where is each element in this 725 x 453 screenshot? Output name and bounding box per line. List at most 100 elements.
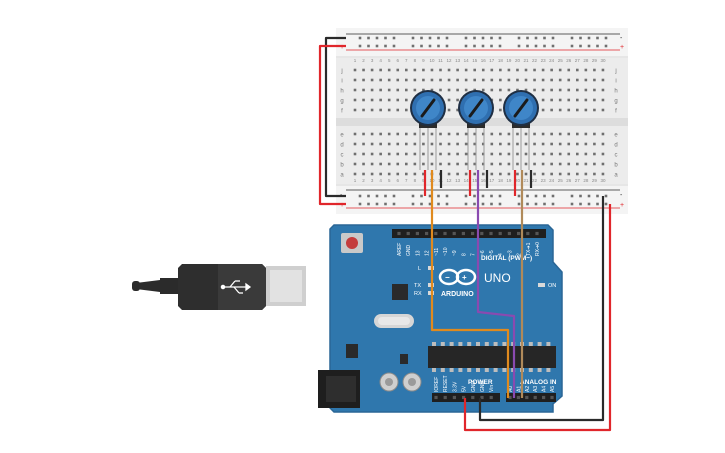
row-letter: g [614, 99, 617, 105]
column-number: 30 [600, 178, 606, 183]
wire-signal-orange [430, 170, 510, 398]
column-number: 3 [371, 178, 374, 183]
column-number: 15 [472, 178, 478, 183]
pin-label: Vin [489, 385, 495, 392]
pin-label: 8 [461, 253, 467, 256]
row-letter: h [340, 89, 343, 95]
pin-label: A1 [516, 386, 522, 392]
column-number: 19 [506, 58, 512, 63]
column-number: 8 [414, 58, 417, 63]
row-letter: e [614, 133, 618, 139]
analog-in-label: ANALOG IN [520, 379, 557, 386]
row-letter: g [340, 99, 343, 105]
row-letter: i [615, 79, 616, 85]
pin-label: 7 [471, 253, 477, 256]
pin-label: 4 [498, 253, 504, 256]
row-letter: b [340, 163, 344, 169]
column-number: 26 [566, 58, 572, 63]
pin-label: ~11 [434, 248, 440, 256]
row-letter: j [614, 69, 616, 75]
column-number: 3 [371, 58, 374, 63]
rail-sign: - [620, 35, 623, 42]
pin-label: TX➔1 [526, 242, 532, 256]
column-number: 6 [396, 58, 399, 63]
row-letter: j [340, 69, 342, 75]
wire-left-red [318, 44, 346, 206]
row-letter: b [614, 163, 618, 169]
pin-label: A5 [550, 386, 556, 392]
pin-label: A3 [533, 386, 539, 392]
column-number: 12 [447, 58, 453, 63]
pin-label: ~6 [480, 250, 486, 256]
column-number: 22 [532, 178, 538, 183]
column-number: 25 [558, 58, 564, 63]
column-number: 19 [506, 178, 512, 183]
column-number: 18 [498, 178, 504, 183]
column-number: 13 [455, 58, 461, 63]
row-letter: d [340, 143, 343, 149]
atmega-chip [428, 346, 556, 368]
column-number: 17 [489, 178, 495, 183]
on-led [538, 283, 545, 287]
wire-signal-purple [476, 170, 516, 398]
column-number: 21 [523, 58, 529, 63]
wire-left-black [324, 36, 346, 198]
pin-label: IOREF [434, 377, 440, 392]
potentiometer[interactable] [458, 90, 494, 170]
column-number: 24 [549, 58, 555, 63]
column-number: 26 [566, 178, 572, 183]
column-number: 2 [362, 58, 365, 63]
digital-header [392, 229, 546, 238]
column-number: 11 [438, 58, 443, 63]
column-number: 24 [549, 178, 555, 183]
column-number: 29 [592, 58, 598, 63]
pin-label: RX➔0 [535, 242, 541, 256]
pin-label: ~3 [507, 250, 513, 256]
potentiometer[interactable] [503, 90, 539, 170]
svg-text:−: − [445, 273, 450, 282]
column-number: 4 [379, 58, 382, 63]
potentiometer[interactable] [410, 90, 446, 170]
column-number: 2 [362, 178, 365, 183]
column-number: 16 [481, 178, 487, 183]
column-number: 28 [583, 178, 589, 183]
breadboard-holes [353, 36, 608, 206]
pin-label: AREF [397, 243, 403, 256]
column-number: 28 [583, 58, 589, 63]
model-label: UNO [484, 271, 511, 285]
pin-label: ~9 [452, 250, 458, 256]
column-number: 21 [523, 178, 529, 183]
rail-sign: + [620, 44, 624, 51]
l-led-label: L [418, 266, 421, 272]
pin-label: GND [471, 381, 477, 393]
column-number: 25 [558, 178, 564, 183]
column-number: 7 [405, 58, 408, 63]
power-label: POWER [468, 379, 493, 386]
rail-sign: - [620, 192, 623, 199]
pin-label: A2 [525, 386, 531, 392]
potentiometers [410, 90, 539, 170]
rx-led-label: RX [414, 291, 422, 297]
reset-button[interactable] [341, 233, 363, 253]
column-number: 1 [354, 178, 357, 183]
pin-label: 2 [517, 253, 523, 256]
rail-sign: + [340, 202, 344, 209]
usb-chip [392, 284, 408, 300]
on-led-label: ON [548, 283, 556, 289]
column-number: 20 [515, 178, 521, 183]
svg-text:+: + [462, 273, 467, 282]
brand-label: ARDUINO [441, 291, 474, 298]
row-letter: d [614, 143, 617, 149]
pin-label: ~5 [489, 250, 495, 256]
column-number: 9 [422, 58, 425, 63]
pin-label: ~10 [443, 247, 449, 256]
row-letter: i [341, 79, 342, 85]
column-number: 12 [447, 178, 453, 183]
arduino-logo: − + [438, 268, 477, 286]
row-letter: c [615, 153, 618, 159]
row-letter: f [615, 109, 617, 115]
column-number: 6 [396, 178, 399, 183]
